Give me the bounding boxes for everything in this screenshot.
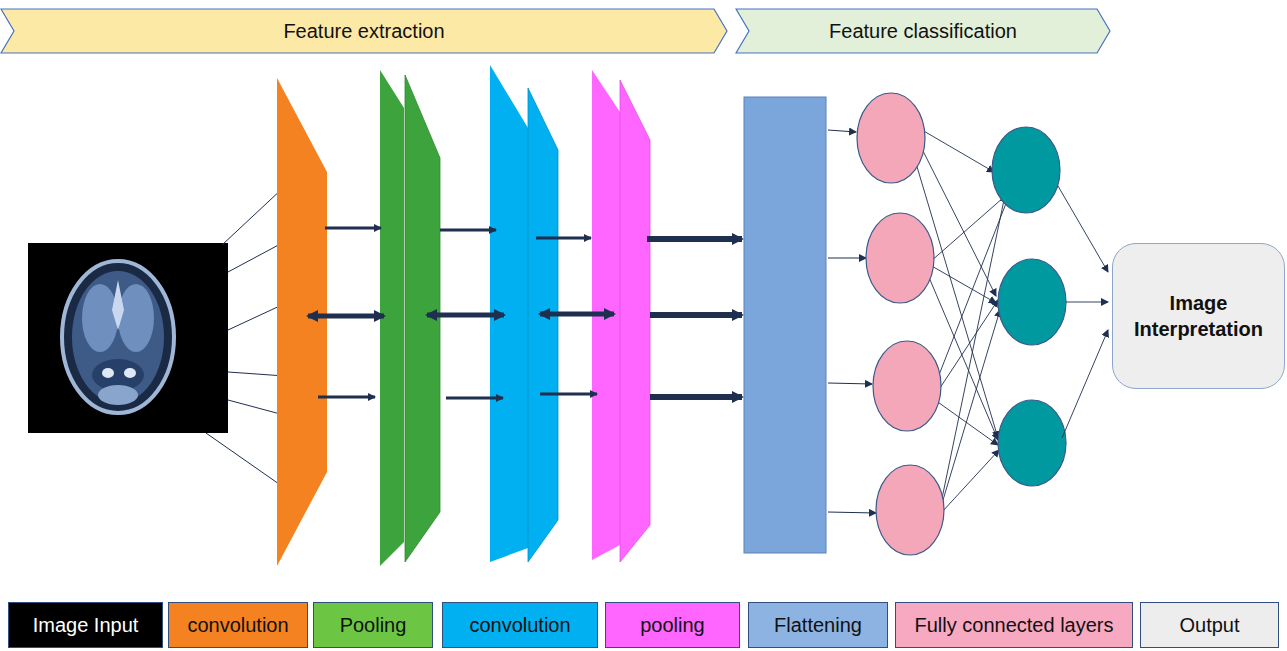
legend-swatch: Fully connected layers [895, 602, 1133, 648]
output-box: Image Interpretation [1112, 243, 1285, 389]
fc-neurons [992, 127, 1066, 486]
legend-text: Pooling [340, 614, 407, 637]
layer-arrows [308, 228, 742, 398]
legend-text: Flattening [774, 614, 862, 637]
flatten-arrows [828, 130, 876, 513]
legend-text: convolution [187, 614, 288, 637]
node-text: Feature classification [829, 18, 1017, 44]
legend-swatch: Output [1140, 602, 1279, 648]
mri-image [28, 243, 228, 433]
legend-swatch: Image Input [8, 602, 163, 648]
node-text: Feature extraction [283, 18, 444, 44]
legend-text: Fully connected layers [915, 614, 1114, 637]
section-banner: Feature extraction [0, 8, 728, 54]
conv-layer [528, 88, 558, 562]
legend-swatch: convolution [442, 602, 598, 648]
pool-layer [405, 75, 440, 562]
conv-layer [277, 78, 327, 566]
section-banner: Feature classification [735, 8, 1111, 54]
legend-text: Output [1179, 614, 1239, 637]
legend-swatch: pooling [605, 602, 740, 648]
legend-text: convolution [469, 614, 570, 637]
legend-text: pooling [640, 614, 705, 637]
pool-layer [620, 80, 650, 562]
legend-swatch: Flattening [748, 602, 888, 648]
legend-text: Image Input [33, 614, 139, 637]
legend-swatch: convolution [168, 602, 308, 648]
fc-neurons [857, 93, 944, 555]
node-text: Image Interpretation [1127, 290, 1270, 342]
output-arrows [1058, 186, 1108, 438]
legend-swatch: Pooling [313, 602, 433, 648]
flatten-layer [744, 97, 826, 553]
